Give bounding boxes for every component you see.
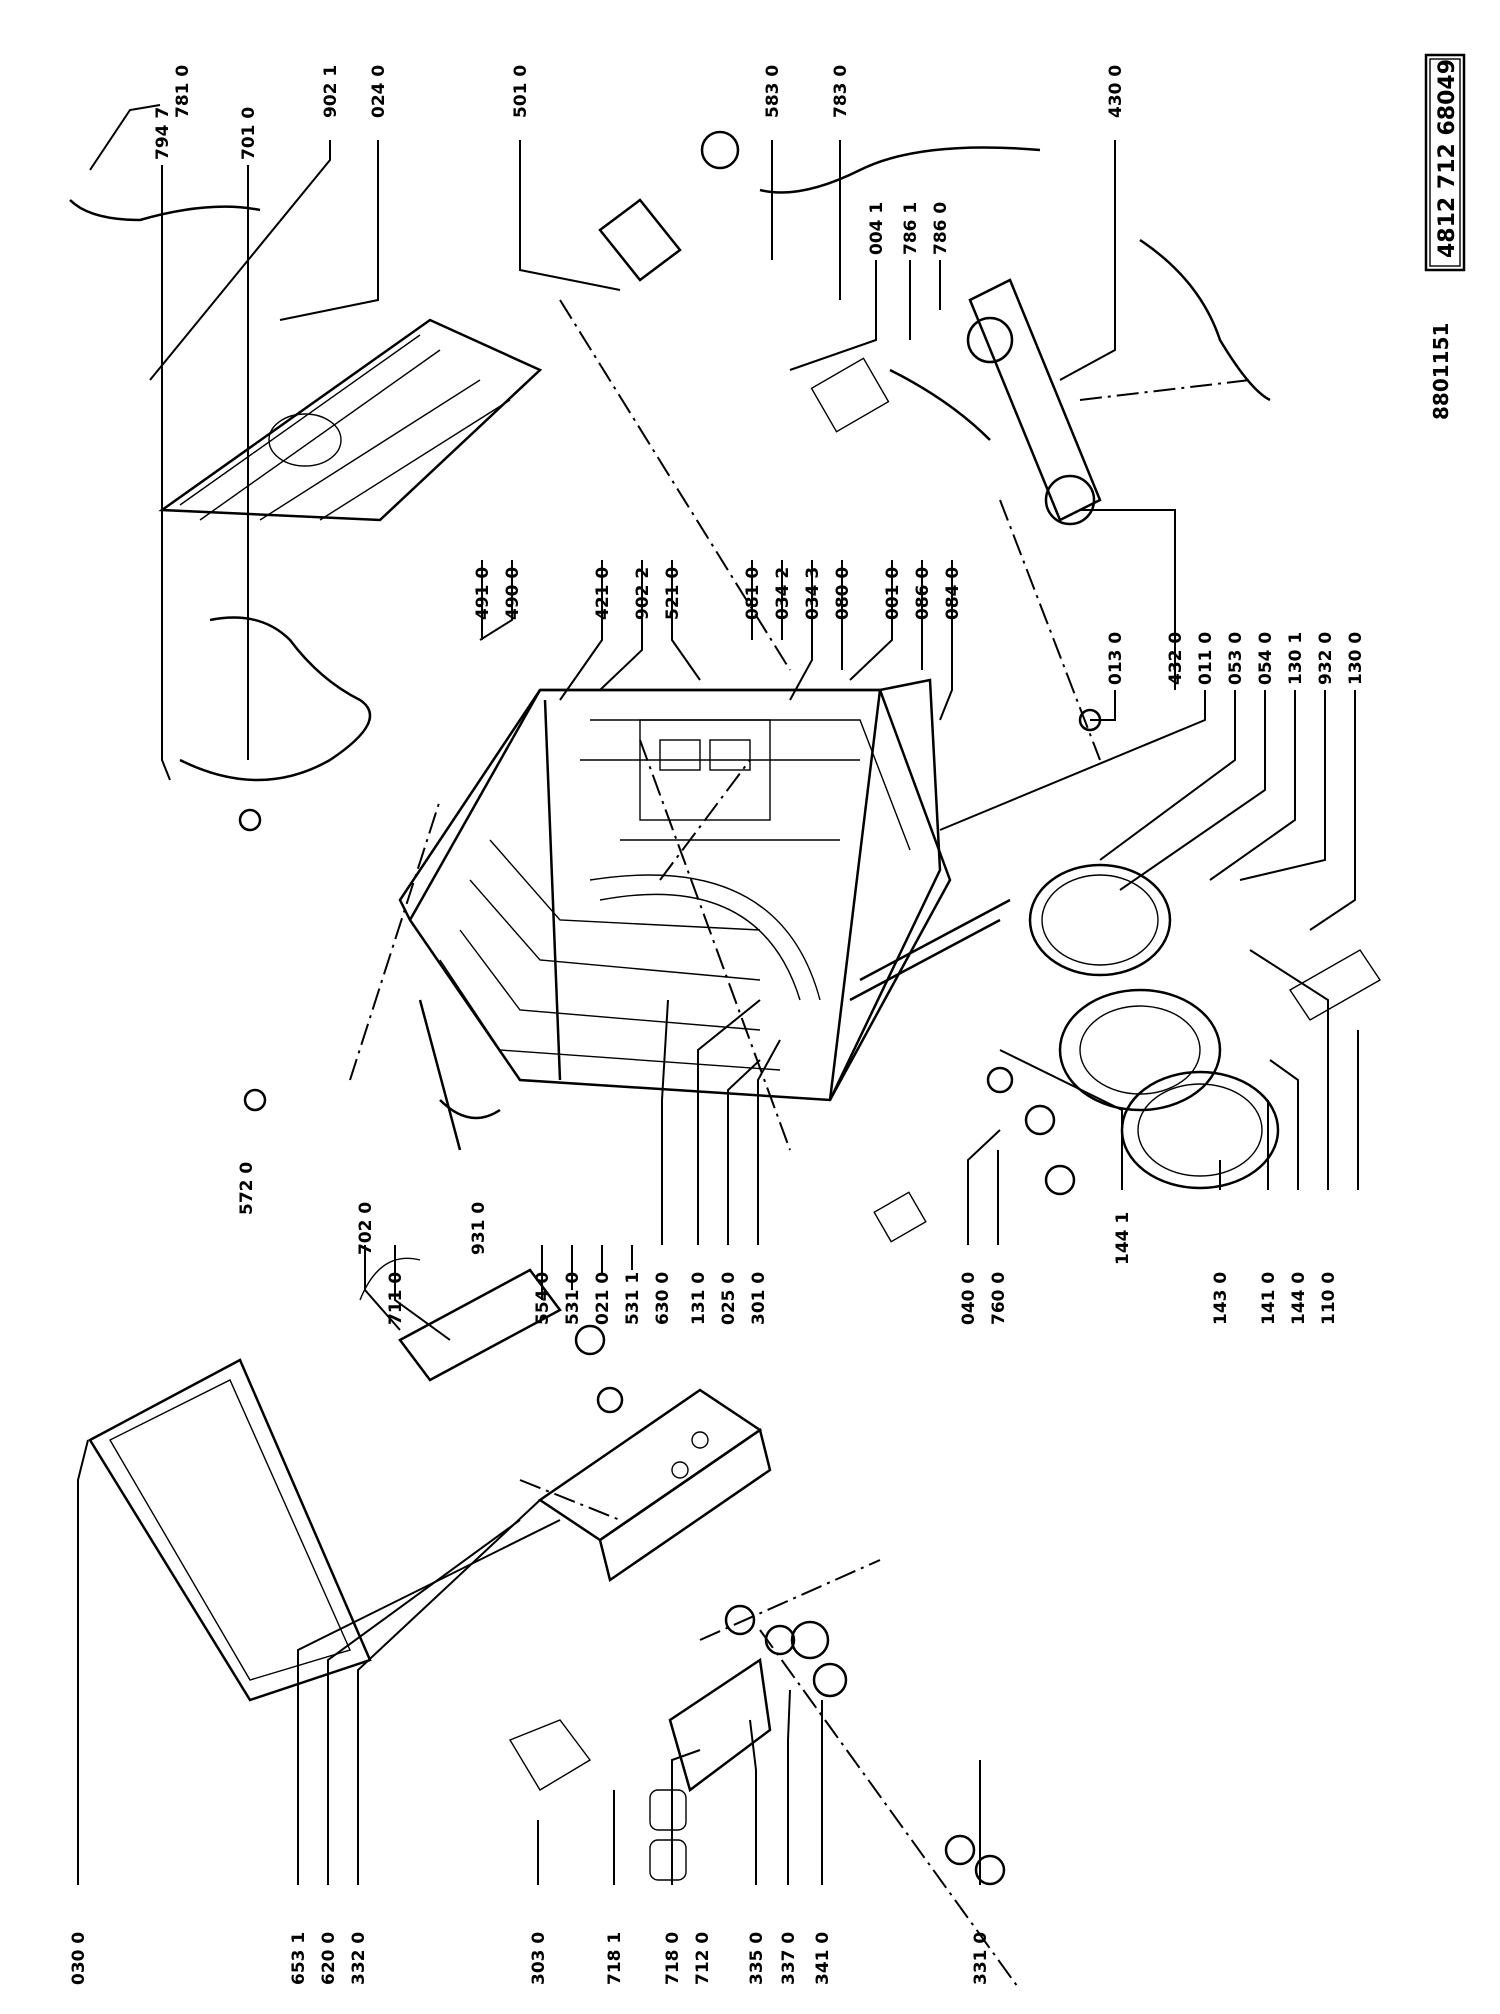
label-021-0: 021 0	[593, 1272, 613, 1325]
label-902-2: 902 2	[633, 567, 653, 620]
label-040-0: 040 0	[959, 1272, 979, 1325]
hoses	[69, 146, 1271, 1151]
label-712-0: 712 0	[693, 1932, 713, 1985]
label-081-0: 081 0	[743, 567, 763, 620]
label-931-0: 931 0	[469, 1202, 489, 1255]
document-code: 4812 712 68049	[1435, 59, 1460, 258]
label-490-0: 490 0	[503, 567, 523, 620]
leader-lines	[77, 104, 1359, 1991]
worktop	[88, 1358, 372, 1702]
label-130-1: 130 1	[1286, 632, 1306, 685]
label-781-0: 781 0	[173, 65, 193, 118]
label-004-1: 004 1	[867, 202, 887, 255]
water-valve-assembly	[359, 1257, 624, 1414]
label-521-0: 521 0	[663, 567, 683, 620]
label-143-0: 143 0	[1211, 1272, 1231, 1325]
document-code-box: 4812 712 68049	[1424, 53, 1466, 272]
label-335-0: 335 0	[747, 1932, 767, 1985]
label-718-0: 718 0	[663, 1932, 683, 1985]
label-718-1: 718 1	[605, 1932, 625, 1985]
control-panel	[537, 1388, 772, 1583]
label-053-0: 053 0	[1226, 632, 1246, 685]
label-711-0: 711 0	[386, 1272, 406, 1325]
label-025-0: 025 0	[719, 1272, 739, 1325]
label-430-0: 430 0	[1106, 65, 1126, 118]
detergent-drawer	[508, 1657, 772, 1881]
label-001-0: 001 0	[883, 567, 903, 620]
label-144-0: 144 0	[1289, 1272, 1309, 1325]
label-491-0: 491 0	[473, 567, 493, 620]
label-144-1: 144 1	[1113, 1212, 1133, 1265]
label-902-1: 902 1	[321, 65, 341, 118]
drawing-number: 8801151	[1429, 323, 1453, 420]
label-110-0: 110 0	[1319, 1272, 1339, 1325]
label-130-0: 130 0	[1346, 632, 1366, 685]
label-620-0: 620 0	[319, 1932, 339, 1985]
label-013-0: 013 0	[1106, 632, 1126, 685]
label-932-0: 932 0	[1316, 632, 1336, 685]
label-341-0: 341 0	[813, 1932, 833, 1985]
label-141-0: 141 0	[1259, 1272, 1279, 1325]
label-030-0: 030 0	[69, 1932, 89, 1985]
label-024-0: 024 0	[369, 65, 389, 118]
cabinet-frame	[398, 678, 1011, 1102]
label-531-1: 531 1	[623, 1272, 643, 1325]
hinge-parts	[873, 949, 1381, 1243]
label-786-0: 786 0	[931, 202, 951, 255]
label-301-0: 301 0	[749, 1272, 769, 1325]
drain-pump	[966, 278, 1102, 526]
label-630-0: 630 0	[653, 1272, 673, 1325]
labels-bottom: 030 0 653 1 620 0 332 0 303 0 718 1 718 …	[69, 1932, 991, 1985]
label-653-1: 653 1	[289, 1932, 309, 1985]
label-034-2: 034 2	[773, 567, 793, 620]
label-501-0: 501 0	[511, 65, 531, 118]
label-303-0: 303 0	[529, 1932, 549, 1985]
label-794-7: 794 7	[153, 107, 173, 160]
label-572-0: 572 0	[237, 1162, 257, 1215]
label-421-0: 421 0	[593, 567, 613, 620]
label-702-0: 702 0	[356, 1202, 376, 1255]
label-583-0: 583 0	[763, 65, 783, 118]
label-531-0: 531 0	[563, 1272, 583, 1325]
label-786-1: 786 1	[901, 202, 921, 255]
label-084-0: 084 0	[943, 567, 963, 620]
labels-right: 013 0 432 0 011 0 053 0 054 0 130 1 932 …	[1106, 632, 1366, 685]
labels-middle: 702 0 711 0 554 0 531 0 021 0 531 1 630 …	[237, 1162, 1339, 1325]
label-783-0: 783 0	[831, 65, 851, 118]
label-701-0: 701 0	[239, 107, 259, 160]
label-760-0: 760 0	[989, 1272, 1009, 1325]
label-034-3: 034 3	[803, 567, 823, 620]
label-080-0: 080 0	[833, 567, 853, 620]
label-554-0: 554 0	[533, 1272, 553, 1325]
labels-center: 491 0 490 0 421 0 902 2 521 0 081 0 034 …	[473, 567, 963, 620]
label-337-0: 337 0	[779, 1932, 799, 1985]
door-assembly	[1028, 863, 1280, 1190]
knobs	[724, 1604, 1006, 1886]
misc-parts	[238, 130, 1102, 1120]
label-331-0: 331 0	[971, 1932, 991, 1985]
labels-top: 794 7 701 0 781 0 902 1 024 0 501 0 583 …	[153, 65, 1126, 255]
top-cover-panel	[158, 318, 543, 522]
label-054-0: 054 0	[1256, 632, 1276, 685]
label-086-0: 086 0	[913, 567, 933, 620]
label-131-0: 131 0	[689, 1272, 709, 1325]
label-332-0: 332 0	[349, 1932, 369, 1985]
label-432-0: 432 0	[1166, 632, 1186, 685]
label-011-0: 011 0	[1196, 632, 1216, 685]
